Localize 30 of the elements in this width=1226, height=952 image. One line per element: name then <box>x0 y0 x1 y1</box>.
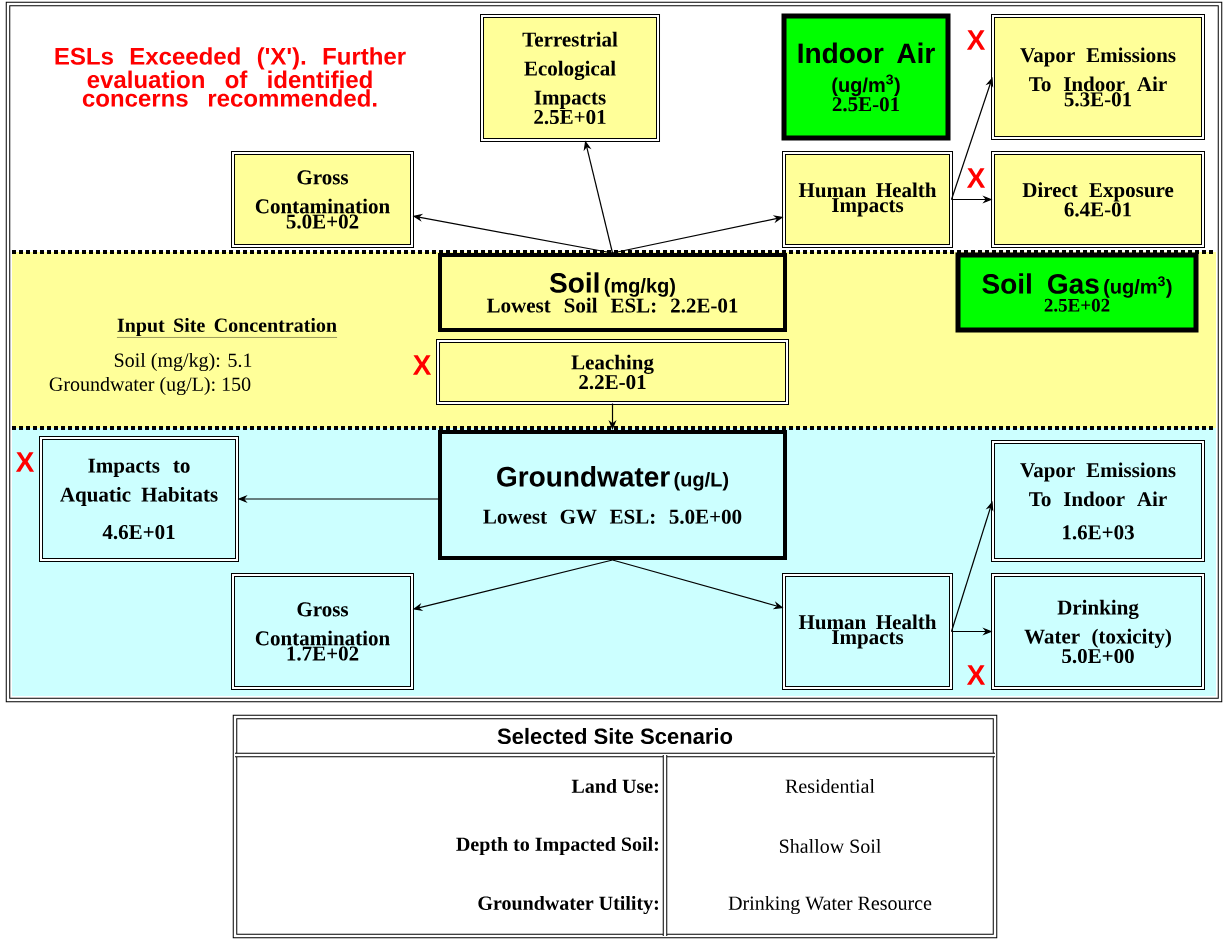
result-box: Terrestrial Ecological Impacts 2.5E+01 <box>480 14 660 142</box>
exceed-mark: X <box>15 452 35 472</box>
result-box: Vapor Emissions To Indoor Air 1.6E+03 <box>991 440 1205 562</box>
result-box: Impacts to Aquatic Habitats 4.6E+01 <box>39 436 239 562</box>
field-label: Depth to Impacted Soil: <box>456 836 658 856</box>
exceed-mark: X <box>966 30 986 50</box>
result-box: Gross Contamination 5.0E+02 <box>231 151 414 248</box>
field-value: Drinking Water Resource <box>728 895 932 915</box>
exceed-mark: X <box>412 355 432 375</box>
field-label: Groundwater Utility: <box>478 895 658 915</box>
result-box: Human Health Impacts <box>782 573 953 690</box>
result-box: Direct Exposure 6.4E-01 <box>991 151 1205 248</box>
input-value: Groundwater (ug/L): 150 <box>49 376 251 396</box>
result-box: Vapor Emissions To Indoor Air 5.3E-01 <box>991 14 1205 140</box>
field-value: Shallow Soil <box>779 838 881 854</box>
arrow <box>950 501 994 633</box>
result-box: Leaching 2.2E-01 <box>436 339 789 405</box>
input-heading: Input Site Concentration <box>116 317 338 338</box>
exceed-mark: X <box>966 168 986 188</box>
input-value: Soil (mg/kg): 5.1 <box>114 352 252 372</box>
result-box: Gross Contamination 1.7E+02 <box>231 573 414 690</box>
field-value: Residential <box>785 778 875 794</box>
note: ESLs Exceeded ('X'). Further evaluation of identified concerns recommended. <box>55 47 406 107</box>
result-box: Drinking Water (toxicity) 5.0E+00 <box>991 573 1205 690</box>
exceed-mark: X <box>966 665 986 685</box>
result-box: Human Health Impacts <box>782 151 953 248</box>
medium-box: Soil (mg/kg) Lowest Soil ESL: 2.2E-01 <box>438 253 787 332</box>
medium-box: Indoor Air (ug/m$^{3}$) 2.5E-01 <box>781 13 951 141</box>
field-label: Land Use: <box>571 778 658 794</box>
table-header: Selected Site Scenario <box>497 727 733 745</box>
